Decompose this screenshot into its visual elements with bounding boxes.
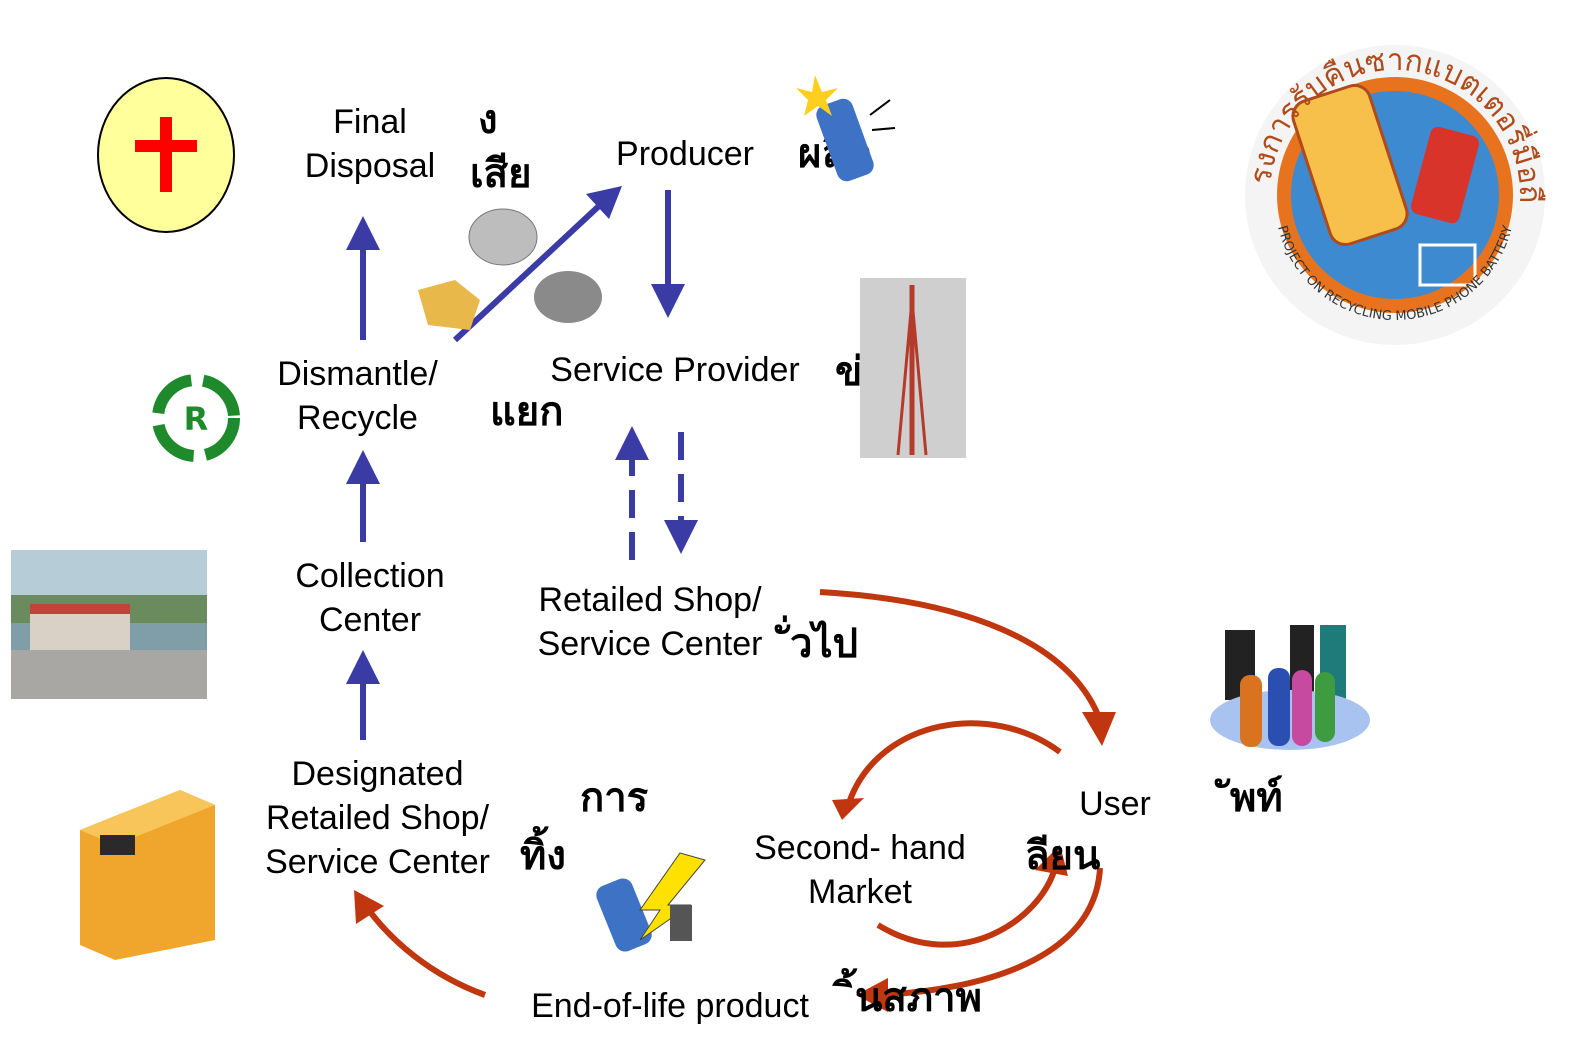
node-retailed-shop: Retailed Shop/ Service Center	[515, 578, 785, 666]
thai-fragment: ลียน	[1025, 833, 1101, 879]
dismantle-line-1: Dismantle/	[277, 355, 438, 393]
thai-fragment: แยก	[490, 389, 564, 435]
thai-fragment: ัพท์	[1230, 775, 1283, 821]
arrow-user-to-eol	[879, 867, 1103, 998]
dismantle-line-2: Recycle	[297, 399, 418, 437]
thai-fragment: ผลิต	[798, 131, 872, 177]
second-hand-line-1: Second- hand	[754, 829, 966, 867]
retailed-shop-line-1: Retailed Shop/	[538, 581, 762, 619]
thai-fragment: ิ้นสภาพ	[855, 975, 982, 1021]
collection-line-2: Center	[318, 601, 422, 639]
node-designated-shop: Designated Retailed Shop/ Service Center	[245, 752, 510, 884]
user-label: User	[1079, 785, 1151, 823]
node-final-disposal: Final Disposal	[280, 100, 460, 188]
retailed-shop-line-2: Service Center	[537, 625, 763, 663]
arrow-eol-to-designated	[362, 903, 487, 998]
arrow-recycle-to-producer	[452, 202, 603, 343]
thai-fragment: ทิ้ง	[520, 833, 566, 879]
thai-fragment: การ	[580, 775, 649, 821]
final-disposal-line-1: Final	[333, 103, 407, 141]
end-of-life-label: End-of-life product	[531, 987, 809, 1025]
thai-fragment: ง	[478, 97, 498, 143]
designated-line-2: Retailed Shop/	[265, 799, 490, 837]
node-collection-center: Collection Center	[270, 554, 470, 642]
designated-line-3: Service Center	[265, 843, 490, 881]
final-disposal-line-2: Disposal	[304, 147, 436, 185]
node-producer: Producer	[600, 132, 770, 176]
red-arrows	[362, 589, 1103, 998]
node-service-provider: Service Provider	[530, 348, 820, 392]
thai-fragment: ั่วไป	[790, 621, 858, 667]
service-provider-label: Service Provider	[550, 351, 800, 389]
thai-fragment: ข่าย	[835, 349, 909, 395]
node-end-of-life: End-of-life product	[510, 984, 830, 1028]
arrow-user-to-secondhand	[847, 720, 1062, 802]
designated-line-1: Designated	[291, 755, 464, 793]
arrow-secondhand-to-user	[876, 867, 1058, 948]
collection-line-1: Collection	[295, 557, 445, 595]
second-hand-line-2: Market	[808, 873, 912, 911]
node-second-hand-market: Second- hand Market	[735, 826, 985, 914]
producer-label: Producer	[616, 135, 754, 173]
node-dismantle-recycle: Dismantle/ Recycle	[255, 352, 460, 440]
arrow-shop-to-user	[819, 589, 1103, 722]
node-user: User	[1060, 782, 1170, 826]
thai-fragment: เสีย	[470, 151, 532, 197]
